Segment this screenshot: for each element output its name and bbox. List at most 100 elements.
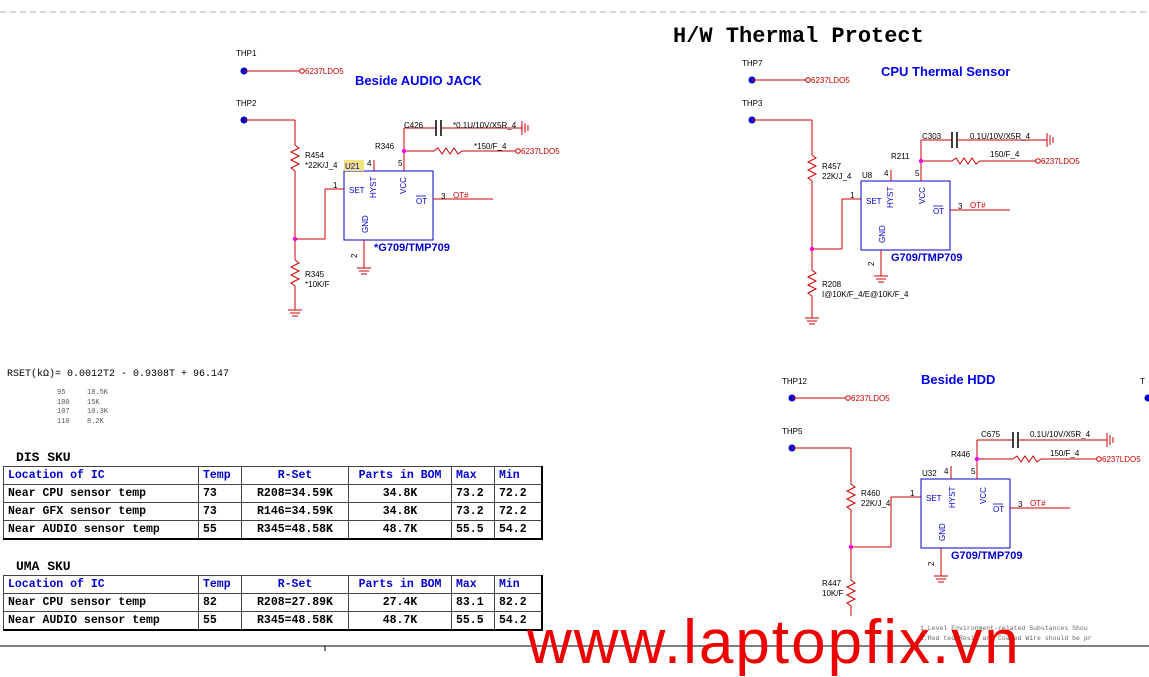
c426-ref: C426: [404, 121, 424, 130]
hdd-vcc-net: 6237LDO5: [1102, 455, 1141, 464]
svg-text:1: 1: [910, 489, 915, 498]
r211-ref: R211: [891, 152, 910, 161]
svg-text:2: 2: [350, 253, 359, 258]
r446-ref: R446: [951, 450, 971, 459]
thp-edge-label: T: [1140, 377, 1145, 386]
u8-pin-gnd: GND: [878, 225, 887, 243]
pin-ot: OT: [416, 197, 427, 206]
pin-gnd: GND: [361, 215, 370, 233]
u8-pin-set: SET: [866, 197, 882, 206]
r457-ref: R457: [822, 162, 842, 171]
cpu-vcc-net: 6237LDO5: [1041, 157, 1080, 166]
uma-sku-title: UMA SKU: [16, 559, 71, 574]
svg-text:3: 3: [441, 192, 446, 201]
thp-edge-pad: [1145, 395, 1149, 402]
svg-text:1: 1: [850, 191, 855, 200]
svg-text:4: 4: [367, 159, 372, 168]
r457-val: 22K/J_4: [822, 172, 852, 181]
uma-sku-table: Location of IC Temp R-Set Parts in BOM M…: [3, 575, 543, 631]
u32-pin-gnd: GND: [938, 523, 947, 541]
pin-vcc: VCC: [399, 177, 408, 194]
watermark: www.laptopfix.vn: [527, 612, 1021, 674]
r346-ref: R346: [375, 142, 395, 151]
u21-ref: U21: [345, 162, 360, 171]
svg-text:5: 5: [915, 169, 920, 178]
thp3-label: THP3: [742, 99, 763, 108]
hdd-heading: Beside HDD: [921, 372, 995, 387]
r460-val: 22K/J_4: [861, 499, 891, 508]
dis-sku-table: Location of IC Temp R-Set Parts in BOM M…: [3, 466, 543, 540]
c426-val: *0.1U/10V/X5R_4: [453, 121, 517, 130]
thp1-net: 6237LDO5: [305, 67, 344, 76]
r454-val: *22K/J_4: [305, 161, 338, 170]
col-rset: R-Set: [242, 576, 349, 594]
u32-pin-ot: OT: [993, 505, 1004, 514]
r447-ref: R447: [822, 579, 842, 588]
table-header-row: Location of IC Temp R-Set Parts in BOM M…: [4, 576, 543, 594]
cpu-heading: CPU Thermal Sensor: [881, 64, 1010, 79]
rset-formula: RSET(kΩ)= 0.0012T2 - 0.9308T + 96.147: [7, 369, 229, 380]
c675-val: 0.1U/10V/X5R_4: [1030, 430, 1091, 439]
svg-text:5: 5: [398, 159, 403, 168]
col-min: Min: [495, 576, 543, 594]
thp12-net: 6237LDO5: [851, 394, 890, 403]
thp7-net: 6237LDO5: [811, 76, 850, 85]
c675-ref: C675: [981, 430, 1001, 439]
col-parts: Parts in BOM: [349, 576, 452, 594]
pin-hyst: HYST: [369, 177, 378, 198]
col-parts: Parts in BOM: [349, 467, 452, 485]
page-title: H/W Thermal Protect: [673, 24, 924, 49]
ot-net: OT#: [453, 191, 469, 200]
svg-text:4: 4: [884, 169, 889, 178]
cpu-ot-net: OT#: [970, 201, 986, 210]
u32-ref: U32: [922, 469, 937, 478]
u8-ref: U8: [862, 171, 873, 180]
r208-ref: R208: [822, 280, 842, 289]
u8-pin-ot: OT: [933, 207, 944, 216]
c303-val: 0.1U/10V/X5R_4: [970, 132, 1031, 141]
vcc-net: 6237LDO5: [521, 147, 560, 156]
thp2-label: THP2: [236, 99, 257, 108]
r208-val: I@10K/F_4/E@10K/F_4: [822, 290, 909, 299]
table-header-row: Location of IC Temp R-Set Parts in BOM M…: [4, 467, 543, 485]
thp7-label: THP7: [742, 59, 763, 68]
col-location: Location of IC: [4, 467, 199, 485]
svg-text:3: 3: [958, 202, 963, 211]
col-min: Min: [495, 467, 543, 485]
pin-set: SET: [349, 186, 365, 195]
col-rset: R-Set: [242, 467, 349, 485]
r460-ref: R460: [861, 489, 881, 498]
col-temp: Temp: [199, 576, 242, 594]
svg-text:4: 4: [944, 467, 949, 476]
u8-pin-hyst: HYST: [886, 187, 895, 208]
r446-val: 150/F_4: [1050, 449, 1080, 458]
u8-pin-vcc: VCC: [918, 187, 927, 204]
u32-pin-hyst: HYST: [948, 487, 957, 508]
hdd-ot-net: OT#: [1030, 499, 1046, 508]
u8-part: G709/TMP709: [891, 252, 963, 264]
schematic-canvas: THP1 6237LDO5 Beside AUDIO JACK THP2 R45…: [0, 0, 1149, 651]
thp1-label: THP1: [236, 49, 257, 58]
svg-text:2: 2: [867, 261, 876, 266]
r211-val: 150/F_4: [990, 150, 1020, 159]
hdd-sensor-block: THP12 6237LDO5 Beside HDD T THP5 R460 22…: [782, 372, 1149, 616]
col-location: Location of IC: [4, 576, 199, 594]
col-max: Max: [452, 467, 495, 485]
r345-val: *10K/F: [305, 280, 330, 289]
svg-text:2: 2: [927, 561, 936, 566]
col-max: Max: [452, 576, 495, 594]
dis-sku-title: DIS SKU: [16, 450, 71, 465]
audio-heading: Beside AUDIO JACK: [355, 73, 482, 88]
audio-sensor-block: THP1 6237LDO5 Beside AUDIO JACK THP2 R45…: [236, 49, 560, 316]
thp12-label: THP12: [782, 377, 807, 386]
svg-text:5: 5: [971, 467, 976, 476]
r346-val: *150/F_4: [474, 142, 507, 151]
